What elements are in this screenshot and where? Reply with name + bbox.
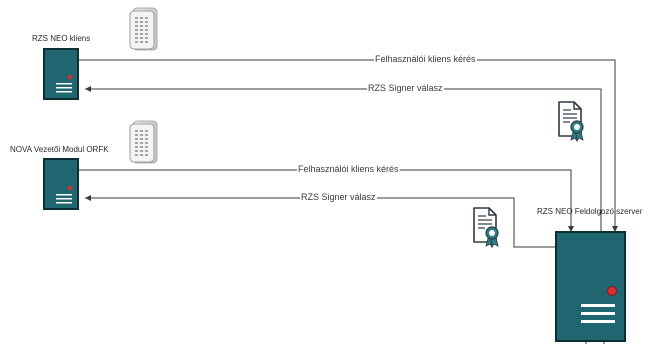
processing-server-icon xyxy=(555,231,626,342)
server-label: RZS NEO Feldolgozó szerver xyxy=(537,207,643,216)
edge-label-response-1: RZS Signer válasz xyxy=(367,83,444,93)
connector-request-1 xyxy=(79,59,618,232)
connector-response-2 xyxy=(85,195,555,248)
connector-response-1 xyxy=(85,86,602,232)
document-stack-icon xyxy=(129,120,158,164)
certificate-icon xyxy=(558,101,584,143)
client-1-server-icon xyxy=(43,48,79,100)
edge-label-request-2: Felhasználói kliens kérés xyxy=(297,164,400,174)
status-light-icon xyxy=(607,286,617,296)
document-stack-icon xyxy=(129,7,158,51)
client-2-label: NOVA Vezetői Modul ORFK xyxy=(10,145,109,154)
edge-label-request-1: Felhasználói kliens kérés xyxy=(374,54,477,64)
client-2-server-icon xyxy=(43,158,79,210)
certificate-icon xyxy=(473,207,499,249)
connector-request-2 xyxy=(79,169,574,232)
edge-label-response-2: RZS Signer válasz xyxy=(300,192,377,202)
client-1-label: RZS NEO kliens xyxy=(32,34,91,43)
status-light-icon xyxy=(67,185,73,191)
status-light-icon xyxy=(67,74,73,80)
